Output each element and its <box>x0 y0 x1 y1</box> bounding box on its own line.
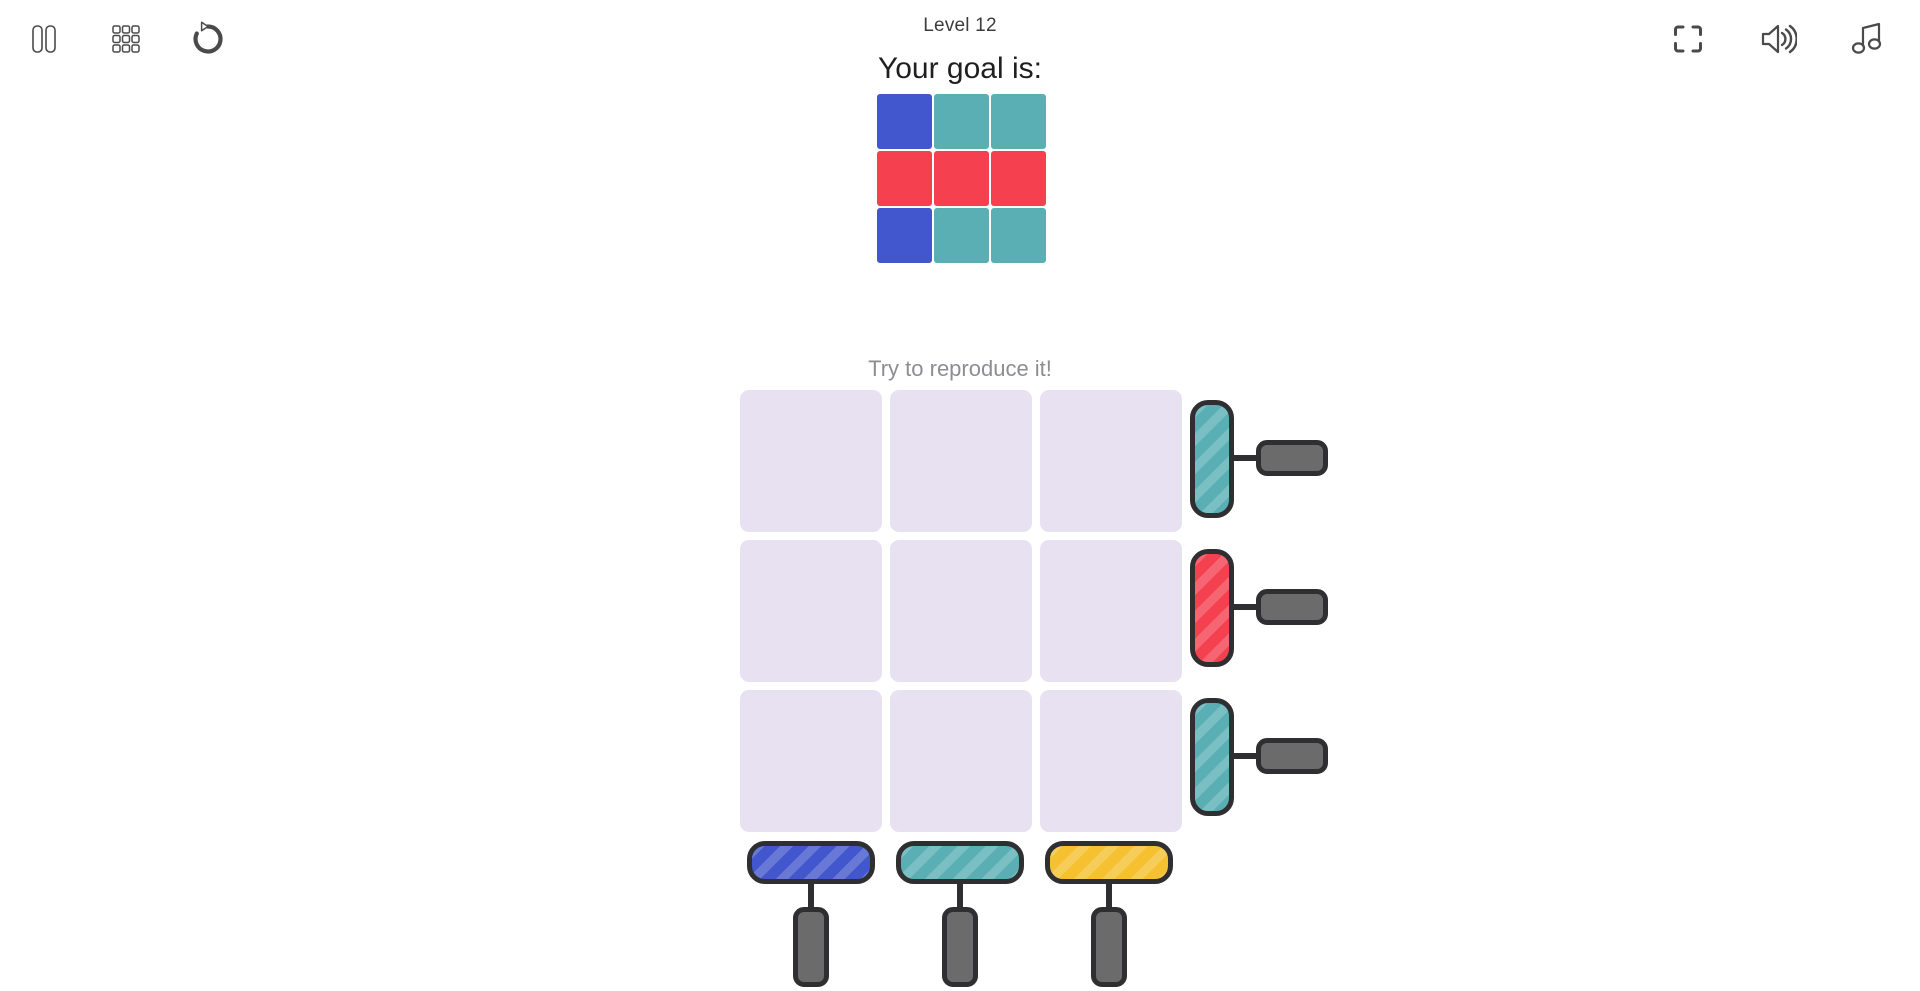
music-icon[interactable] <box>1842 13 1894 65</box>
lever-handle[interactable] <box>1256 589 1328 625</box>
play-board <box>740 390 1182 832</box>
lever-handle[interactable] <box>942 907 978 987</box>
sound-icon[interactable] <box>1752 13 1804 65</box>
lever-bar <box>747 841 875 884</box>
lever-bar <box>1190 549 1234 667</box>
goal-cell <box>934 208 989 263</box>
fullscreen-icon[interactable] <box>1662 13 1714 65</box>
restart-icon[interactable] <box>182 13 234 65</box>
goal-cell <box>991 208 1046 263</box>
goal-grid <box>877 94 1046 263</box>
pause-icon[interactable] <box>18 13 70 65</box>
board-cell[interactable] <box>740 390 882 532</box>
toolbar-left-group <box>0 0 234 78</box>
goal-cell <box>877 208 932 263</box>
lever-handle[interactable] <box>1091 907 1127 987</box>
board-cell[interactable] <box>890 390 1032 532</box>
lever-stem <box>957 882 963 912</box>
lever-stem <box>1232 604 1260 610</box>
board-cell[interactable] <box>890 540 1032 682</box>
board-cell[interactable] <box>1040 390 1182 532</box>
lever-stem <box>1106 882 1112 912</box>
lever-bar <box>1190 698 1234 816</box>
goal-cell <box>991 151 1046 206</box>
lever-handle[interactable] <box>1256 738 1328 774</box>
goal-heading: Your goal is: <box>877 52 1042 85</box>
lever-stem <box>1232 753 1260 759</box>
board-cell[interactable] <box>890 690 1032 832</box>
goal-cell <box>934 151 989 206</box>
goal-cell <box>934 94 989 149</box>
board-cell[interactable] <box>740 690 882 832</box>
lever-bar <box>1190 400 1234 518</box>
lever-stem <box>1232 455 1260 461</box>
toolbar-right-group <box>1662 0 1920 78</box>
goal-cell <box>877 151 932 206</box>
level-title: Level 12 <box>923 15 997 36</box>
lever-bar <box>1045 841 1173 884</box>
lever-stem <box>808 882 814 912</box>
grid-icon[interactable] <box>100 13 152 65</box>
play-prompt: Try to reproduce it! <box>868 356 1052 381</box>
board-cell[interactable] <box>1040 540 1182 682</box>
top-toolbar <box>0 0 1920 78</box>
lever-handle[interactable] <box>793 907 829 987</box>
goal-cell <box>877 94 932 149</box>
board-cell[interactable] <box>1040 690 1182 832</box>
goal-cell <box>991 94 1046 149</box>
lever-handle[interactable] <box>1256 440 1328 476</box>
board-cell[interactable] <box>740 540 882 682</box>
lever-bar <box>896 841 1024 884</box>
